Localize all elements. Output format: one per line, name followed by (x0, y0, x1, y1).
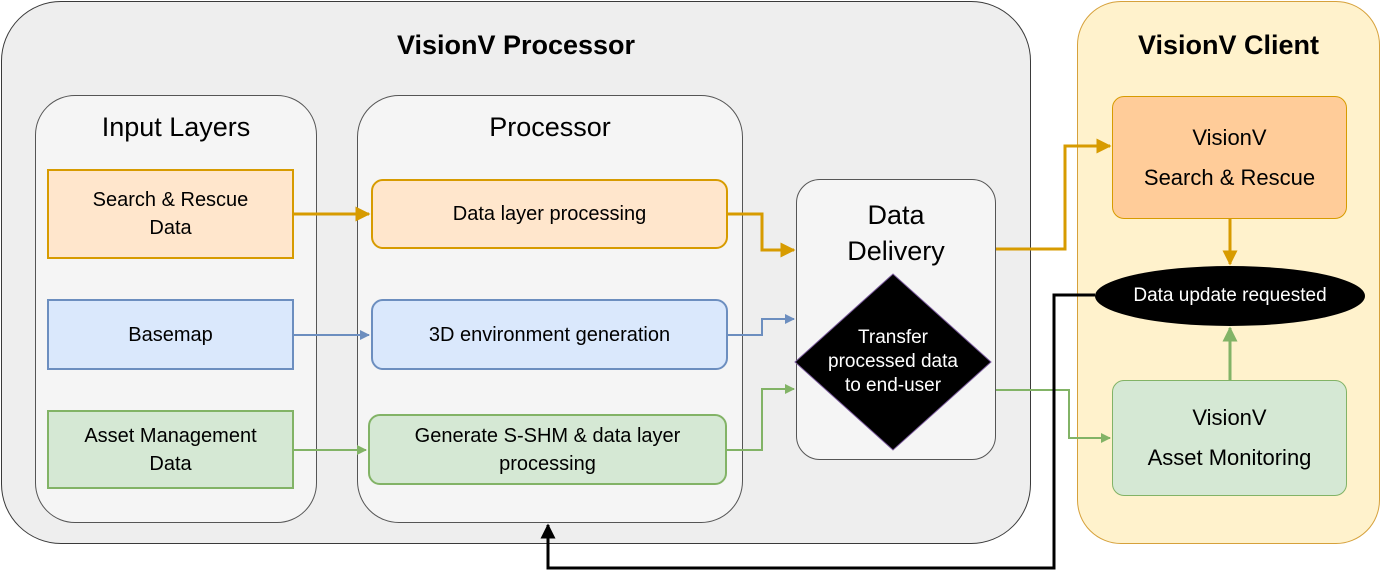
arrow-update-to-processor (540, 293, 1095, 570)
processor-panel-title: VisionV Processor (396, 30, 636, 60)
data-update-requested: Data update requested (1095, 266, 1365, 326)
input-layers-title: Input Layers (101, 112, 251, 142)
generate-s-shm-processing: Generate S-SHM & data layer processing (368, 414, 727, 485)
arrow-delivery-to-search-rescue (996, 138, 1112, 251)
arrow-processing-to-delivery (728, 212, 796, 258)
arrow-s-shm-to-delivery (727, 384, 795, 451)
client-asset-monitoring-line1: VisionV (1192, 405, 1267, 430)
client-search-rescue-line1: VisionV (1192, 124, 1267, 150)
arrow-delivery-to-asset-monitoring (996, 389, 1111, 443)
client-asset-monitoring: VisionV Asset Monitoring (1112, 380, 1347, 496)
client-asset-monitoring-line2: Asset Monitoring (1147, 445, 1312, 470)
transfer-decision-line: to end-user (845, 375, 942, 396)
arrow-3d-to-delivery (728, 314, 795, 336)
transfer-decision-diamond (794, 273, 992, 451)
transfer-decision-line: Transfer (858, 327, 929, 348)
client-search-rescue-line2: Search & Rescue (1143, 164, 1316, 190)
processor-group-title: Processor (489, 112, 611, 142)
client-search-rescue: VisionV Search & Rescue (1112, 96, 1347, 219)
transfer-decision-text: Transfer processed data to end-user (828, 327, 958, 396)
transfer-decision-line: processed data (828, 351, 958, 372)
input-basemap: Basemap (47, 299, 294, 370)
data-delivery-title: Data Delivery (847, 200, 945, 266)
input-asset-management-data: Asset Management Data (47, 410, 294, 489)
data-layer-processing: Data layer processing (371, 179, 728, 249)
transfer-decision: Transfer processed data to end-user (794, 273, 992, 451)
3d-environment-generation: 3D environment generation (371, 299, 728, 370)
client-panel-title: VisionV Client (1137, 30, 1320, 60)
input-search-rescue-data: Search & Rescue Data (47, 169, 294, 259)
